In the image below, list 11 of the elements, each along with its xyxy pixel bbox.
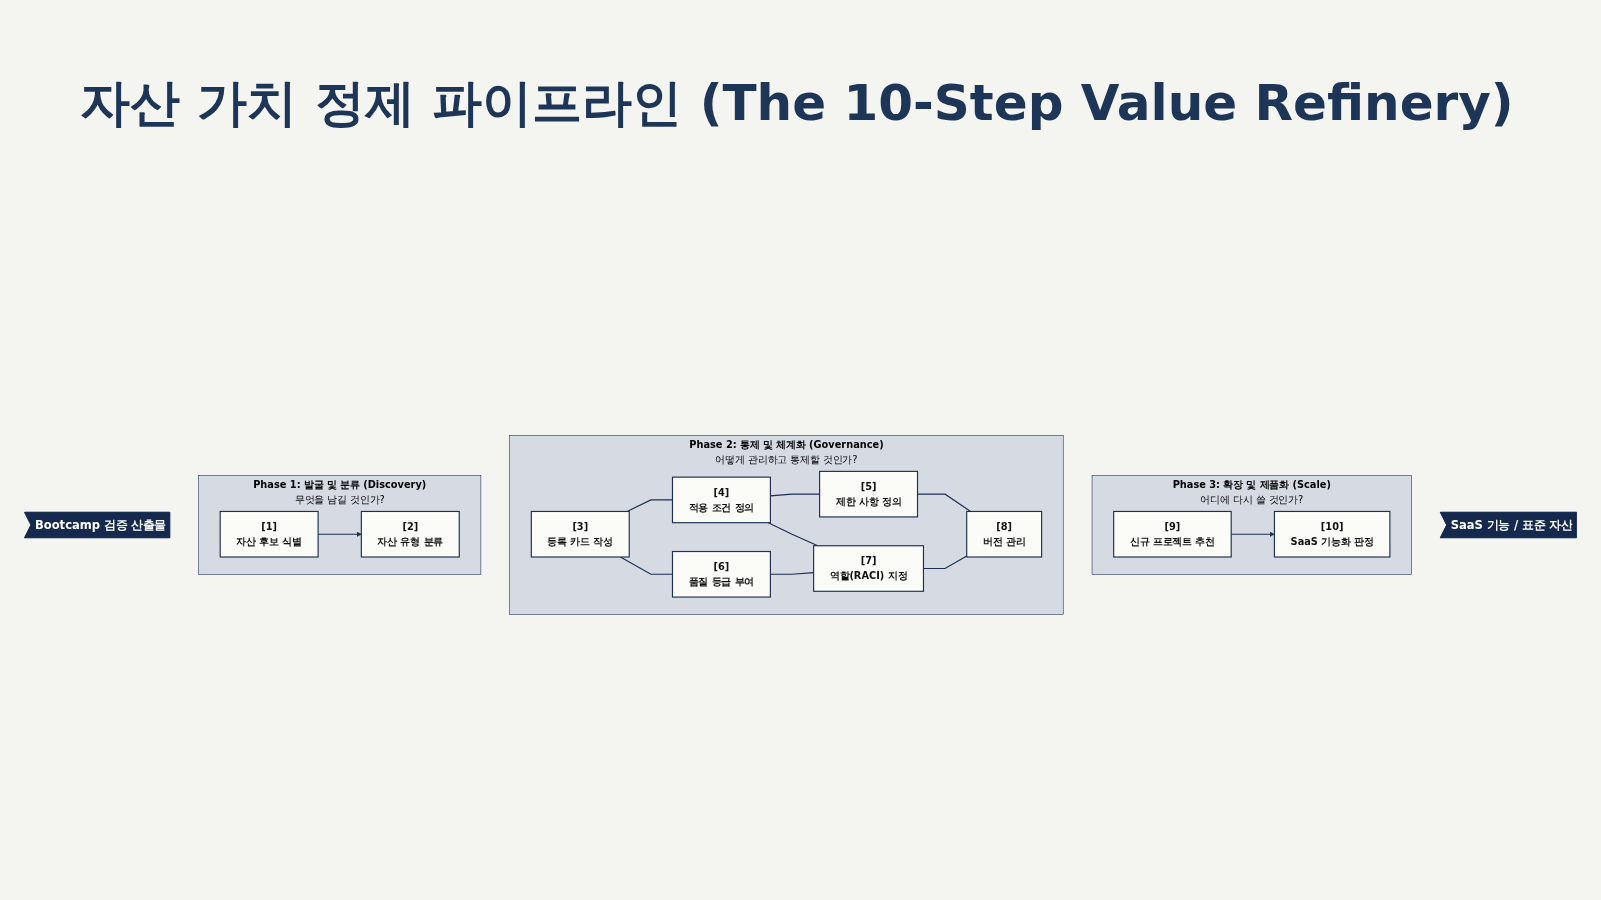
node-box: [8] 버전 관리 bbox=[966, 510, 1043, 558]
node-box: [10] SaaS 기능화 판정 bbox=[1273, 510, 1391, 558]
node-box: [9] 신규 프로젝트 추천 bbox=[1113, 510, 1232, 558]
node-box: [7] 역할(RACI) 지정 bbox=[813, 545, 925, 592]
node-box: [4] 적용 조건 정의 bbox=[671, 476, 771, 524]
diagram-title: 자산 가치 정제 파이프라인 (The 10-Step Value Refinery) bbox=[80, 73, 1514, 134]
node-box: [3] 등록 카드 작성 bbox=[530, 510, 630, 558]
node-box: [2] 자산 유형 분류 bbox=[360, 510, 460, 558]
node-box: [5] 제한 사항 정의 bbox=[819, 470, 919, 518]
node-box: [6] 품질 등급 부여 bbox=[671, 550, 771, 598]
node-box: [1] 자산 후보 식별 bbox=[219, 510, 319, 558]
